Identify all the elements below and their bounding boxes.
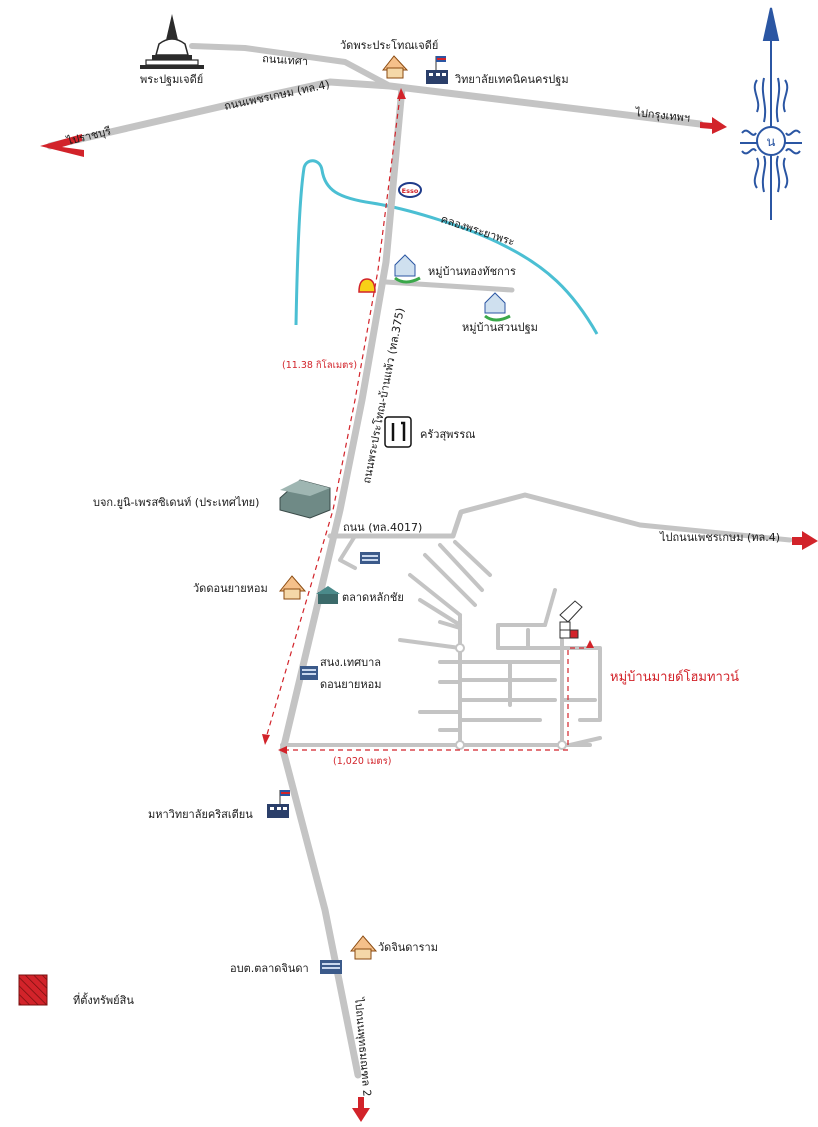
esso-text: Esso bbox=[402, 187, 419, 195]
municipal-office-label-2: ดอนยายหอม bbox=[320, 678, 381, 691]
temple-icon bbox=[278, 575, 307, 600]
to-ratchaburi-label: ไปราชบุรี bbox=[65, 124, 113, 148]
temple-icon bbox=[381, 55, 409, 79]
chedi-label: พระปฐมเจดีย์ bbox=[140, 73, 203, 86]
college-icon bbox=[426, 56, 448, 84]
ban-suan-pathom-label: หมู่บ้านสวนปฐม bbox=[462, 321, 538, 334]
canal bbox=[294, 159, 599, 335]
compass-icon bbox=[740, 7, 802, 220]
main-road-label: ถนนพระประโทณ-บ้านแพ้ว (ทล.375) bbox=[359, 307, 407, 485]
phetkasem-label: ถนนเพชรเกษม (ทล.4) bbox=[223, 78, 331, 113]
distance-main-label: (11.38 กิโลเมตร) bbox=[282, 359, 357, 371]
market-icon bbox=[316, 586, 340, 604]
shell-icon bbox=[358, 278, 376, 293]
municipal-office-label-1: สนง.เทศบาล bbox=[320, 656, 381, 669]
wat-chindaram-label: วัดจินดาราม bbox=[378, 941, 438, 954]
thanon-thetsa-label: ถนนเทศา bbox=[262, 52, 309, 68]
uni-president-label: บจก.ยูนิ-เพรสซิเดนท์ (ประเทศไทย) bbox=[93, 496, 259, 509]
khrua-suphan-label: ครัวสุพรรณ bbox=[420, 428, 475, 441]
canal-label: คลองพระยาพระ bbox=[439, 212, 516, 248]
village-icon bbox=[484, 292, 511, 322]
wat-phra-prathon-label: วัดพระประโทณเจดีย์ bbox=[340, 38, 438, 52]
legend-swatch bbox=[18, 974, 48, 1006]
distance-side-label: (1,020 เมตร) bbox=[333, 756, 391, 767]
wat-don-yai-hom-label: วัดดอนยายหอม bbox=[193, 582, 268, 595]
temple-icon bbox=[349, 935, 378, 960]
road-4017-label: ถนน (ทล.4017) bbox=[343, 521, 422, 534]
ban-thong-label: หมู่บ้านทองทัชการ bbox=[428, 265, 516, 278]
to-bangkok-label: ไปกรุงเทพฯ bbox=[634, 106, 691, 125]
restaurant-icon bbox=[384, 416, 412, 448]
route-lines bbox=[265, 95, 588, 751]
direction-arrow-west bbox=[40, 134, 84, 157]
esso-icon: Esso bbox=[398, 182, 422, 198]
sao-talat-chinda-label: อบต.ตลาดจินดา bbox=[230, 962, 309, 975]
direction-arrow-east bbox=[700, 117, 727, 134]
compass-letter: น bbox=[767, 135, 776, 150]
office-building-icon bbox=[360, 552, 380, 564]
talat-lak-chai-label: ตลาดหลักชัย bbox=[342, 591, 404, 604]
christian-university-label: มหาวิทยาลัยคริสเตียน bbox=[148, 808, 253, 821]
tech-college-label: วิทยาลัยเทคนิคนครปฐม bbox=[454, 73, 568, 86]
to-phetkasem-label: ไปถนนเพชรเกษม (ทล.4) bbox=[659, 531, 780, 544]
direction-arrow-south bbox=[352, 1097, 370, 1122]
route-arrowheads bbox=[262, 88, 594, 754]
road-network bbox=[46, 43, 793, 1079]
village-icon bbox=[394, 254, 421, 284]
university-icon bbox=[267, 790, 290, 818]
factory-icon bbox=[279, 479, 331, 519]
sao-office-icon bbox=[320, 960, 342, 974]
property-marker bbox=[559, 600, 583, 639]
municipal-office-icon bbox=[300, 666, 318, 680]
chedi-icon bbox=[140, 14, 204, 69]
legend-label: ที่ตั้งทรัพย์สิน bbox=[73, 992, 134, 1007]
direction-arrow-east-2 bbox=[792, 531, 818, 550]
legend: ที่ตั้งทรัพย์สิน bbox=[18, 974, 134, 1007]
target-village-label: หมู่บ้านมายด์โฮมทาวน์ bbox=[610, 669, 739, 685]
